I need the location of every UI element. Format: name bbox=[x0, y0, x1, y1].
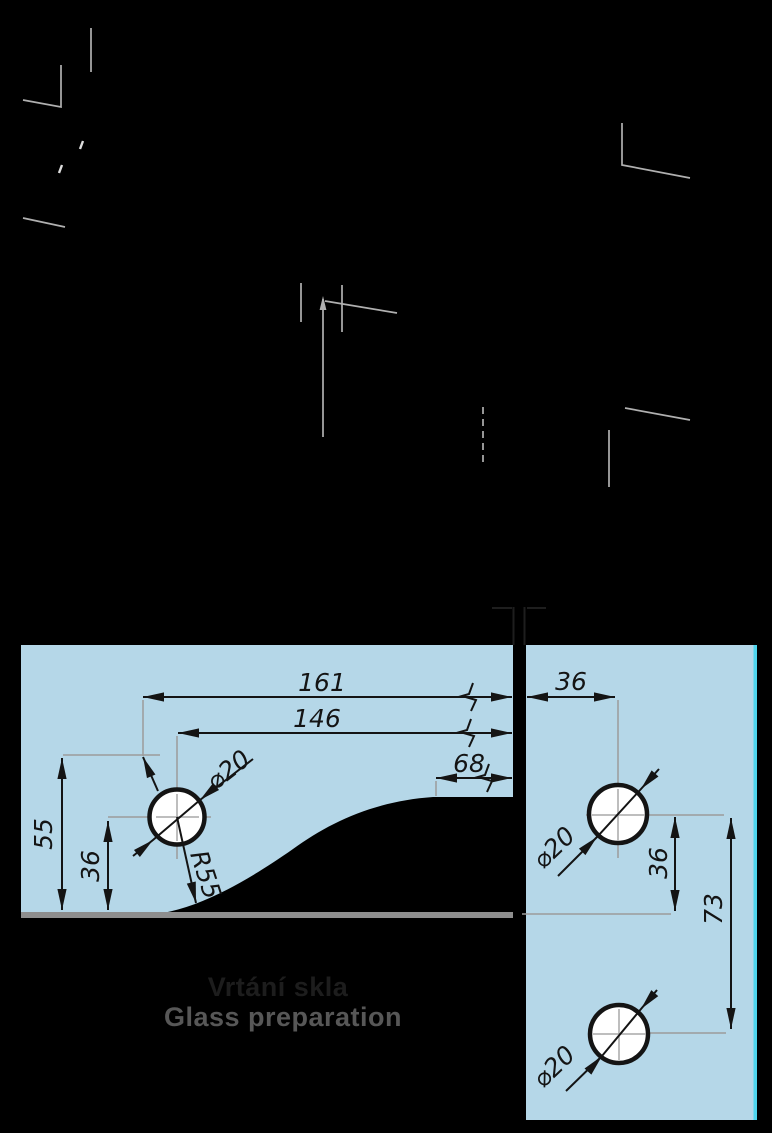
bottom-edge-seal bbox=[21, 912, 513, 918]
caption-czech: Vrtání skla bbox=[208, 972, 349, 1002]
dim-36-right-label: 36 bbox=[644, 847, 673, 879]
photo-leader-lines bbox=[22, 28, 691, 645]
leader-arrow bbox=[319, 296, 327, 310]
right-panel-edge-highlight bbox=[753, 645, 757, 1120]
glass-corner-cutout bbox=[163, 797, 513, 913]
break-symbols bbox=[456, 682, 494, 793]
dim-36-left-label: 36 bbox=[76, 850, 105, 882]
caption-english: Glass preparation bbox=[164, 1002, 402, 1032]
dim-146-label: 146 bbox=[293, 704, 341, 733]
dim-161-label: 161 bbox=[298, 668, 346, 697]
dim-68-label: 68 bbox=[453, 749, 485, 778]
dim-73-label: 73 bbox=[699, 893, 728, 925]
leader-tick bbox=[57, 140, 85, 174]
dim-36-top-label: 36 bbox=[555, 667, 587, 696]
dimension-arrowheads bbox=[57, 692, 736, 1075]
dim-55-label: 55 bbox=[29, 818, 58, 850]
